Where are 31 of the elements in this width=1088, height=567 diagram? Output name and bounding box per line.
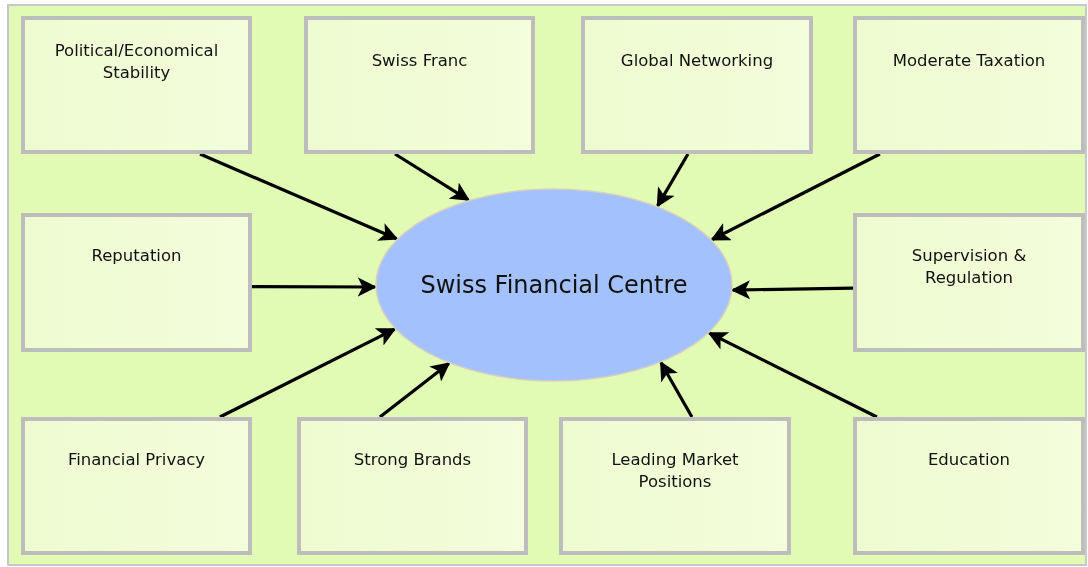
factor-box	[304, 16, 535, 154]
arrow	[394, 152, 470, 202]
factor-label: Global Networking	[619, 50, 775, 72]
factor-label: Swiss Franc	[370, 50, 469, 72]
factor-label: Leading Market Positions	[610, 449, 740, 493]
factor-box	[853, 213, 1085, 352]
arrow	[656, 153, 690, 208]
arrow	[199, 152, 399, 241]
factor-box	[853, 16, 1085, 154]
factor-box	[581, 16, 813, 154]
factor-label: Education	[926, 449, 1012, 471]
factor-box	[297, 417, 528, 555]
arrow	[378, 362, 451, 419]
factor-label: Supervision & Regulation	[910, 245, 1028, 289]
factor-label: Reputation	[90, 245, 183, 267]
centre-label: Swiss Financial Centre	[419, 270, 689, 300]
factor-label: Moderate Taxation	[891, 50, 1047, 72]
arrow	[710, 152, 881, 241]
factor-box	[21, 16, 252, 154]
arrow	[659, 361, 694, 418]
factor-box	[21, 417, 252, 555]
factor-label: Financial Privacy	[66, 449, 207, 471]
factor-box	[21, 213, 252, 352]
centre-ellipse	[375, 188, 733, 382]
arrow	[707, 331, 878, 419]
arrow	[252, 277, 377, 297]
factor-box	[853, 417, 1085, 555]
factor-box	[559, 417, 791, 555]
factor-label: Political/Economical Stability	[53, 40, 220, 84]
arrow	[219, 327, 397, 419]
factor-label: Strong Brands	[352, 449, 473, 471]
